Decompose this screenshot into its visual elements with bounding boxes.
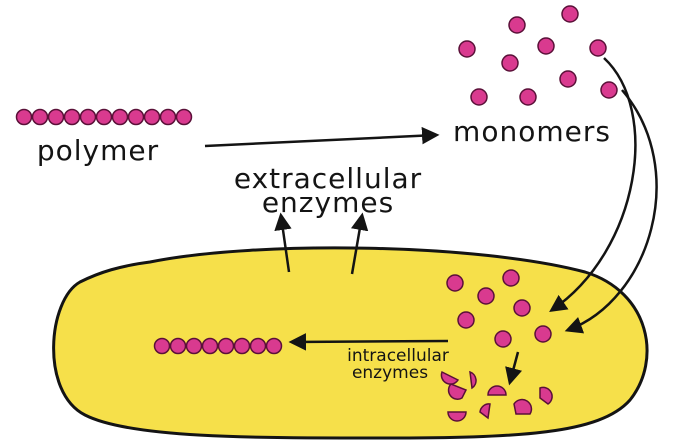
monomer bbox=[590, 40, 606, 56]
monomer bbox=[509, 17, 525, 33]
polymer-bead bbox=[203, 339, 218, 354]
polymer-bead bbox=[267, 339, 282, 354]
polymer-bead bbox=[235, 339, 250, 354]
polymer-bead bbox=[49, 110, 64, 125]
monomer bbox=[459, 41, 475, 57]
polymer-label: polymer bbox=[37, 134, 159, 167]
polymer-bead bbox=[17, 110, 32, 125]
polymer-bead bbox=[177, 110, 192, 125]
monomer bbox=[447, 275, 463, 291]
polymer-bead bbox=[129, 110, 144, 125]
monomer bbox=[471, 89, 487, 105]
monomer bbox=[458, 312, 474, 328]
monomer bbox=[560, 71, 576, 87]
polymer-bead bbox=[81, 110, 96, 125]
monomer bbox=[478, 288, 494, 304]
monomer bbox=[535, 326, 551, 342]
polymer-bead bbox=[219, 339, 234, 354]
monomer-cluster bbox=[459, 6, 617, 105]
monomer bbox=[601, 82, 617, 98]
polymer-bead bbox=[251, 339, 266, 354]
polymer-bead bbox=[155, 339, 170, 354]
polymer-bead bbox=[97, 110, 112, 125]
hydrolysis-arrow bbox=[205, 135, 436, 146]
polymer-bead bbox=[113, 110, 128, 125]
polymer-bead bbox=[187, 339, 202, 354]
polymer-bead bbox=[65, 110, 80, 125]
polymer-chain bbox=[17, 110, 192, 125]
monomer bbox=[495, 331, 511, 347]
polymer-bead bbox=[161, 110, 176, 125]
monomer bbox=[562, 6, 578, 22]
intracellular-enzymes-label: enzymes bbox=[352, 363, 428, 383]
monomer bbox=[502, 55, 518, 71]
monomer bbox=[520, 89, 536, 105]
polymer-bead bbox=[171, 339, 186, 354]
monomers-label: monomers bbox=[453, 115, 611, 148]
monomer bbox=[503, 270, 519, 286]
monomer bbox=[538, 38, 554, 54]
monomer bbox=[514, 300, 530, 316]
monomer-fragment bbox=[514, 400, 531, 414]
extracellular-enzymes-label: enzymes bbox=[262, 186, 394, 219]
cell-body bbox=[54, 248, 647, 438]
polymer-bead bbox=[145, 110, 160, 125]
polymer-bead bbox=[33, 110, 48, 125]
synthesis-arrow bbox=[292, 341, 448, 342]
